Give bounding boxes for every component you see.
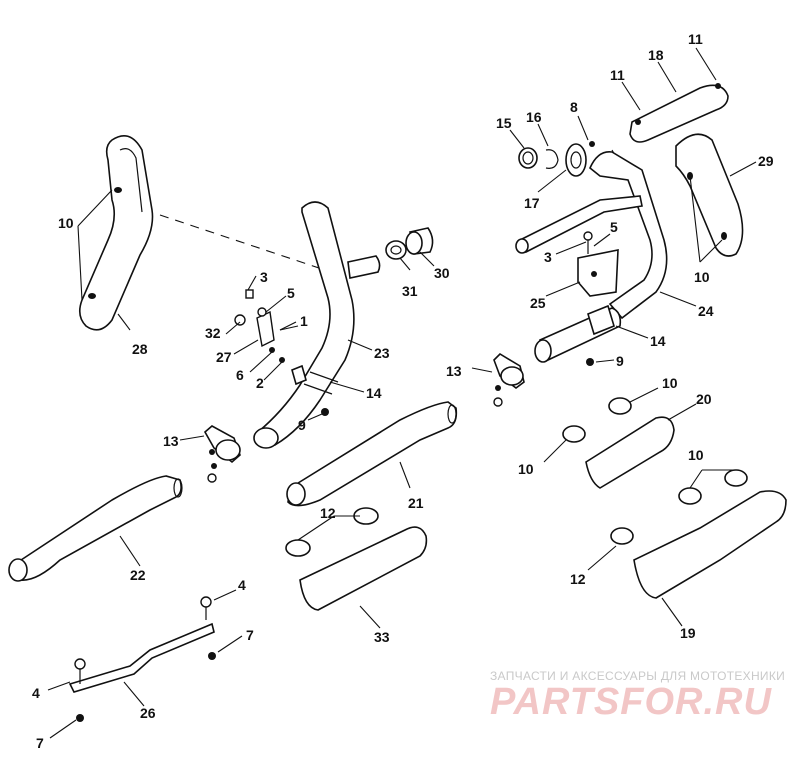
callout-13: 13 <box>163 433 179 449</box>
callout-12: 12 <box>320 505 336 521</box>
callout-10: 10 <box>58 215 74 231</box>
callout-19: 19 <box>680 625 696 641</box>
part-21-muffler-middle <box>286 401 458 507</box>
part-9-nut-rear <box>586 358 594 366</box>
part-22-muffler-left <box>8 475 183 582</box>
callout-5: 5 <box>287 285 295 301</box>
callout-17: 17 <box>524 195 540 211</box>
callout-23: 23 <box>374 345 390 361</box>
callout-16: 16 <box>526 109 542 125</box>
part-20-heat-shield <box>585 416 675 489</box>
part-13-clamp-right <box>493 352 525 407</box>
watermark-logo: PARTSFOR.RU <box>490 681 772 723</box>
part-31-sleeve <box>385 240 407 260</box>
callout-14: 14 <box>366 385 382 401</box>
part-10-clamps-right <box>562 397 748 505</box>
callout-3: 3 <box>544 249 552 265</box>
callout-10: 10 <box>662 375 678 391</box>
callout-11: 11 <box>688 31 703 47</box>
part-19-muffler-shield <box>633 490 787 599</box>
callout-2: 2 <box>256 375 264 391</box>
part-30-sleeve <box>405 227 434 255</box>
callout-13: 13 <box>446 363 462 379</box>
part-17-flange <box>565 143 587 177</box>
part-26-bracket <box>68 596 216 722</box>
bracket-assembly-front <box>234 289 307 386</box>
callout-31: 31 <box>402 283 418 299</box>
part-25-bracket <box>577 231 619 297</box>
callout-25: 25 <box>530 295 546 311</box>
callout-27: 27 <box>216 349 232 365</box>
callout-10: 10 <box>518 461 534 477</box>
part-16-retaining-ring <box>545 149 559 169</box>
callout-5: 5 <box>610 219 618 235</box>
callout-12: 12 <box>570 571 586 587</box>
callout-11: 11 <box>610 67 625 83</box>
callout-22: 22 <box>130 567 146 583</box>
callout-33: 33 <box>374 629 390 645</box>
part-23-front-header-pipe <box>253 201 355 449</box>
callout-15: 15 <box>496 115 512 131</box>
callout-7: 7 <box>246 627 254 643</box>
callout-14: 14 <box>650 333 666 349</box>
callout-10: 10 <box>688 447 704 463</box>
callout-9: 9 <box>298 417 306 433</box>
part-8-nut <box>589 141 595 147</box>
callout-20: 20 <box>696 391 712 407</box>
callout-4: 4 <box>238 577 246 593</box>
callout-labels: 10 28 3 5 1 32 27 6 2 23 14 9 31 30 13 2… <box>32 31 774 751</box>
callout-28: 28 <box>132 341 148 357</box>
callout-26: 26 <box>140 705 156 721</box>
part-29-heat-shield <box>675 133 744 257</box>
callout-1: 1 <box>300 313 308 329</box>
callout-4: 4 <box>32 685 40 701</box>
callout-3: 3 <box>260 269 268 285</box>
part-13-clamp-left <box>203 425 241 483</box>
callout-18: 18 <box>648 47 664 63</box>
callout-10: 10 <box>694 269 710 285</box>
part-9-nut-front <box>321 408 329 416</box>
watermark-subtitle: ЗАПЧАСТИ И АКСЕССУАРЫ ДЛЯ МОТОТЕХНИКИ <box>490 669 785 683</box>
leader-lines <box>47 47 757 739</box>
callout-21: 21 <box>408 495 424 511</box>
part-15-gasket <box>518 147 538 169</box>
part-33-heat-shield <box>299 526 428 611</box>
part-24-rear-header-pipe <box>515 151 668 320</box>
callout-7: 7 <box>36 735 44 751</box>
part-12-clamp-right <box>610 527 634 545</box>
part-28-heat-shield <box>78 134 154 331</box>
watermark: ЗАПЧАСТИ И АКСЕССУАРЫ ДЛЯ МОТОТЕХНИКИ PA… <box>490 669 785 723</box>
callout-24: 24 <box>698 303 714 319</box>
crossover-tube <box>347 255 381 279</box>
callout-9: 9 <box>616 353 624 369</box>
callout-32: 32 <box>205 325 221 341</box>
callout-30: 30 <box>434 265 450 281</box>
part-14-connector-tube <box>534 304 622 363</box>
callout-6: 6 <box>236 367 244 383</box>
callout-29: 29 <box>758 153 774 169</box>
callout-8: 8 <box>570 99 578 115</box>
part-18-heat-shield <box>629 83 729 143</box>
